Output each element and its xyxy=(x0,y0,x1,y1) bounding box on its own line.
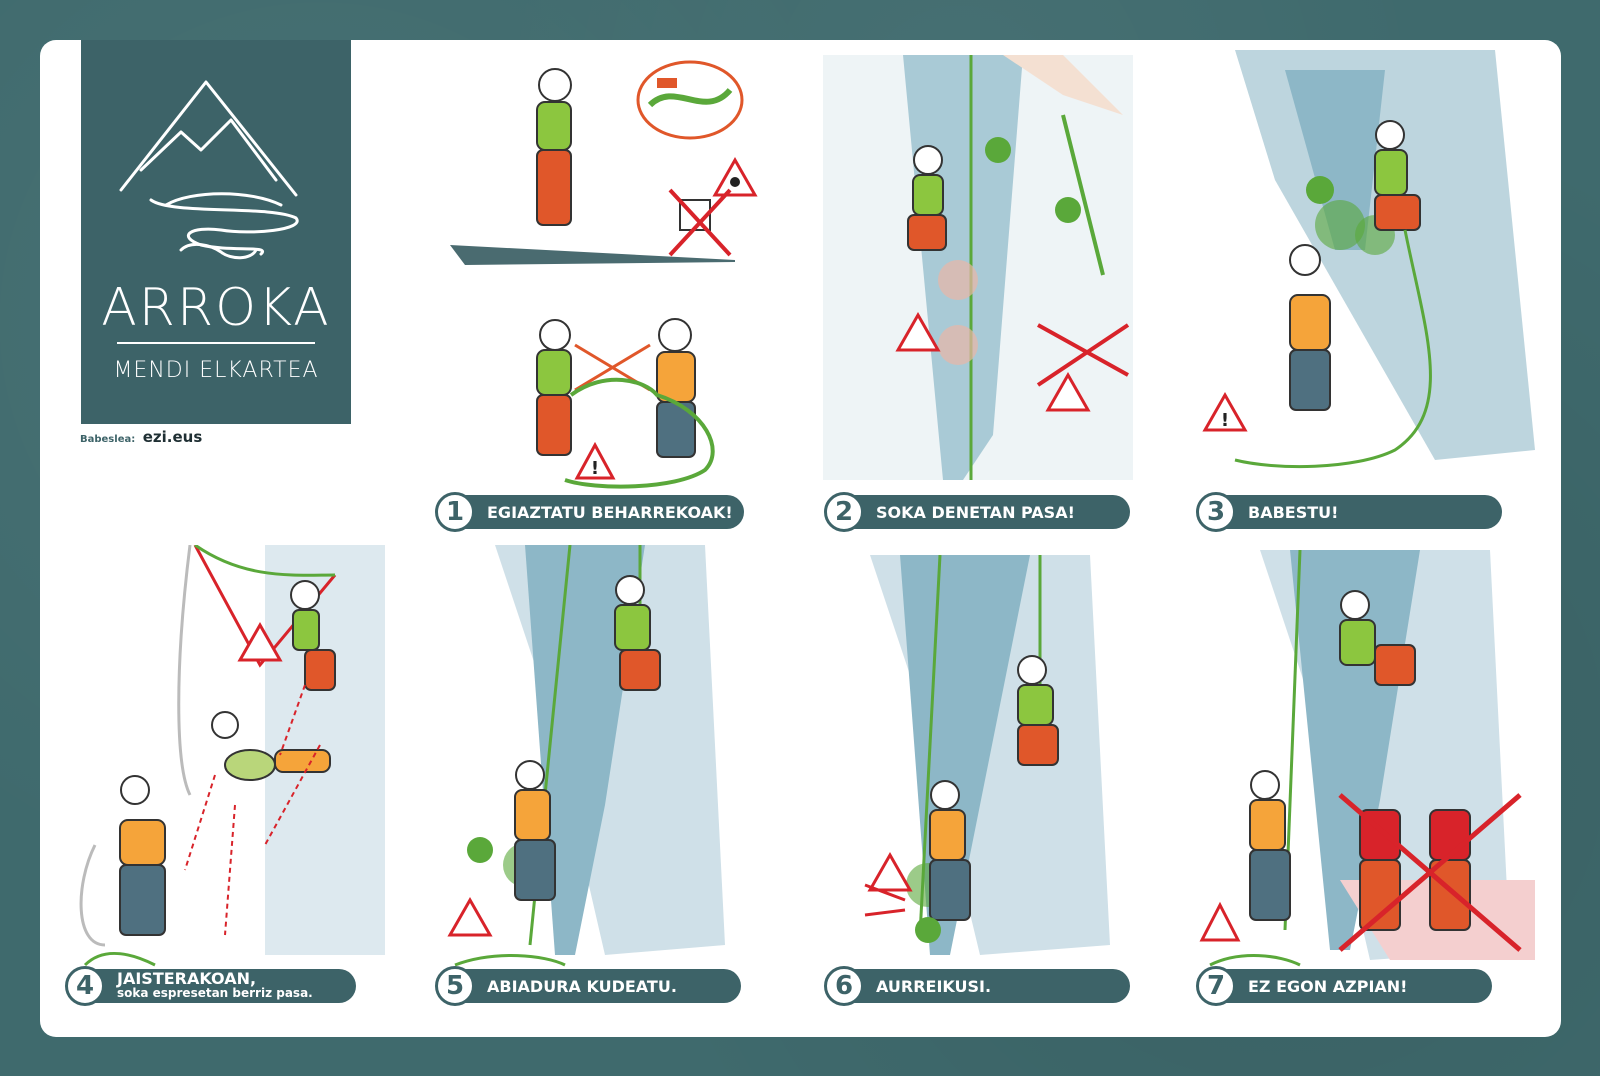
step-7-label: 7 EZ EGON AZPIAN! xyxy=(1196,966,1492,1006)
panel-4-illustration xyxy=(65,545,385,985)
logo-title: ARROKA xyxy=(101,278,331,338)
step-4-number: 4 xyxy=(65,966,105,1006)
step-2-label: 2 SOKA DENETAN PASA! xyxy=(824,492,1130,532)
logo-subtitle: MENDI ELKARTEA xyxy=(113,358,319,383)
step-1-label: 1 EGIAZTATU BEHARREKOAK! xyxy=(435,492,744,532)
step-5-number: 5 xyxy=(435,966,475,1006)
climber-figure-icon xyxy=(907,145,947,251)
step-2-text: SOKA DENETAN PASA! xyxy=(876,502,1075,522)
climber-figure-icon xyxy=(536,68,572,226)
step-6-label: 6 AURREIKUSI. xyxy=(824,966,1130,1006)
step-1-number: 1 xyxy=(435,492,475,532)
svg-text:!: ! xyxy=(1221,410,1229,431)
sponsor-label: Babeslea: xyxy=(80,434,136,445)
logo-block: ARROKA MENDI ELKARTEA xyxy=(81,40,351,424)
step-2-number: 2 xyxy=(824,492,864,532)
sponsor: Babeslea: ezi.eus xyxy=(80,428,202,446)
logo-divider xyxy=(117,342,315,344)
step-5-label: 5 ABIADURA KUDEATU. xyxy=(435,966,741,1006)
panel-6-illustration xyxy=(810,555,1140,985)
panel-1-illustration: ! xyxy=(445,50,775,490)
step-4-label: 4 JAISTERAKOAN, soka espresetan berriz p… xyxy=(65,966,356,1006)
sponsor-brand: ezi.eus xyxy=(142,428,203,446)
step-6-text: AURREIKUSI. xyxy=(876,976,992,996)
step-1-text: EGIAZTATU BEHARREKOAK! xyxy=(487,502,733,522)
step-3-number: 3 xyxy=(1196,492,1236,532)
infographic-card: ARROKA MENDI ELKARTEA Babeslea: ezi.eus xyxy=(40,40,1561,1037)
step-6-number: 6 xyxy=(824,966,864,1006)
step-7-text: EZ EGON AZPIAN! xyxy=(1248,976,1408,996)
mountain-logo-icon xyxy=(119,80,299,260)
svg-text:!: ! xyxy=(591,458,599,479)
step-4-text: JAISTERAKOAN, soka espresetan berriz pas… xyxy=(117,971,313,1001)
step-5-text: ABIADURA KUDEATU. xyxy=(487,976,677,996)
panel-7-illustration xyxy=(1190,550,1535,985)
panel-3-illustration: ! xyxy=(1195,50,1535,480)
panel-5-illustration xyxy=(435,545,765,985)
panel-2-illustration xyxy=(823,55,1133,480)
step-7-number: 7 xyxy=(1196,966,1236,1006)
step-3-text: BABESTU! xyxy=(1248,502,1339,522)
step-3-label: 3 BABESTU! xyxy=(1196,492,1502,532)
climber-figure-icon xyxy=(1374,120,1421,231)
step-4-subtitle: soka espresetan berriz pasa. xyxy=(117,986,313,1000)
step-4-title: JAISTERAKOAN, xyxy=(117,969,257,988)
